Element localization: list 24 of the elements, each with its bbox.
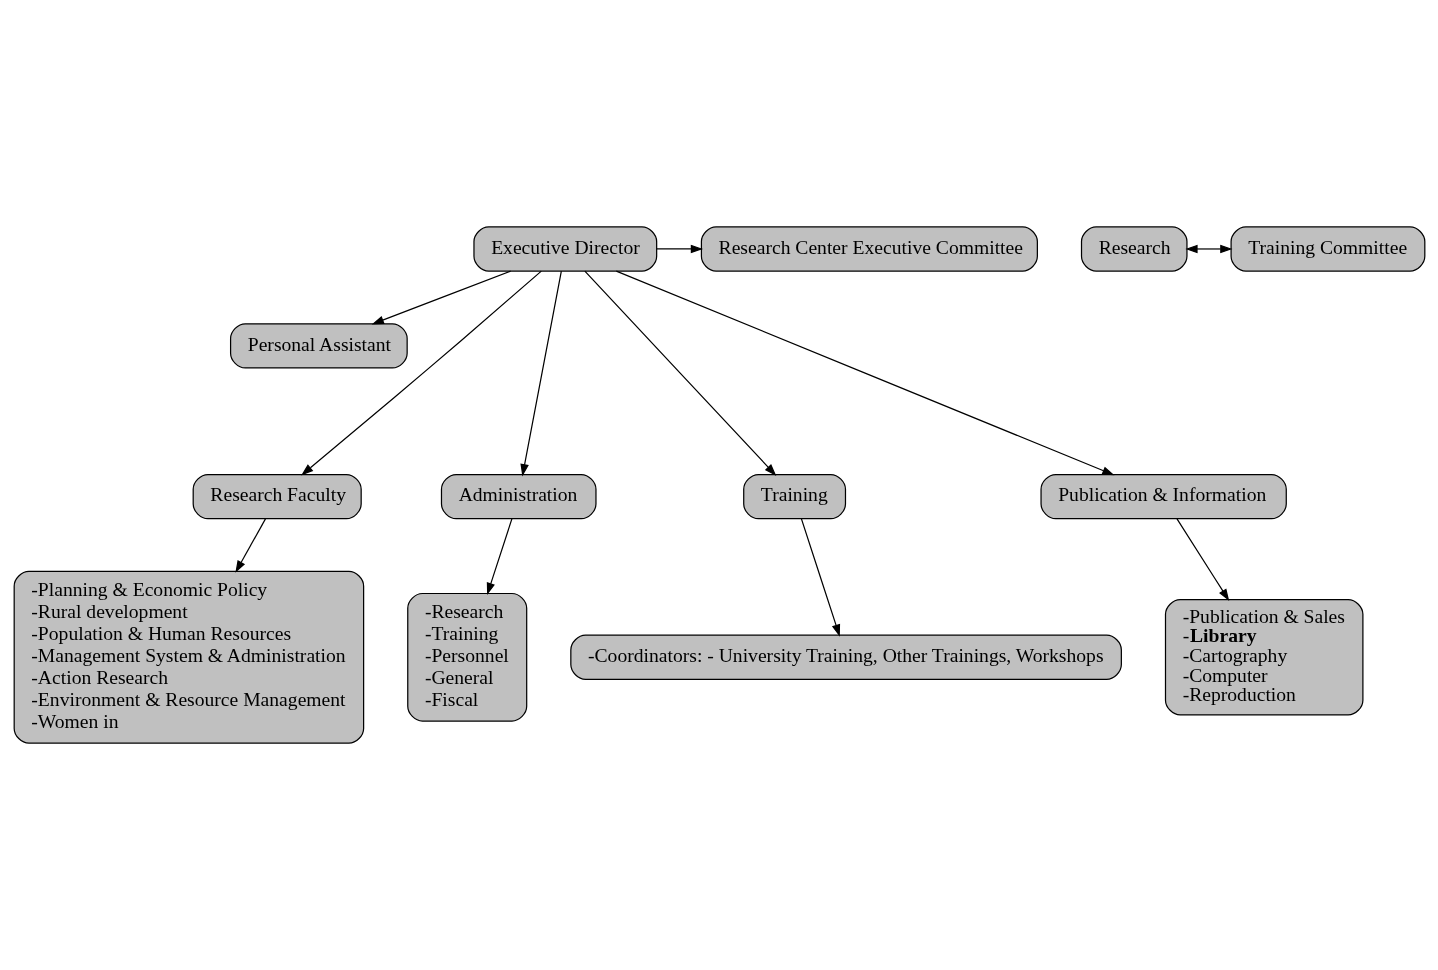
arrow <box>800 518 840 637</box>
node-box: Training Committee <box>1229 226 1425 272</box>
node-box: Research <box>1080 226 1188 272</box>
node-box: Personal Assistant <box>229 323 408 369</box>
node-box: -Research -Training -Personnel -General -Fiscal <box>406 592 527 722</box>
node-box: Training <box>742 473 846 520</box>
arrow <box>300 270 542 476</box>
node-box: Executive Director <box>472 226 657 272</box>
arrow <box>655 244 703 254</box>
arrow <box>583 270 776 476</box>
arrow <box>615 270 1114 476</box>
arrow <box>1184 244 1232 254</box>
node-box: Research Center Executive Committee <box>700 226 1038 272</box>
arrow <box>234 518 266 573</box>
node-box: Publication & Information <box>1039 473 1287 520</box>
arrow <box>486 518 512 595</box>
node-box: -Coordinators: - University Training, Other Trainings, Workshops <box>569 634 1122 680</box>
node-box: -Publication & Sales -Library -Cartography -Computer -Reproduction <box>1164 599 1363 716</box>
arrow <box>519 270 562 477</box>
arrow <box>1175 518 1229 602</box>
node-box: Research Faculty <box>192 473 362 520</box>
node-box: -Planning & Economic Policy -Rural development -Population & Human Resources -Management System & Administration -Action Research -Environment & Resource Management -Women in <box>13 570 364 744</box>
arrow <box>371 270 511 325</box>
node-box: Administration <box>440 473 597 520</box>
